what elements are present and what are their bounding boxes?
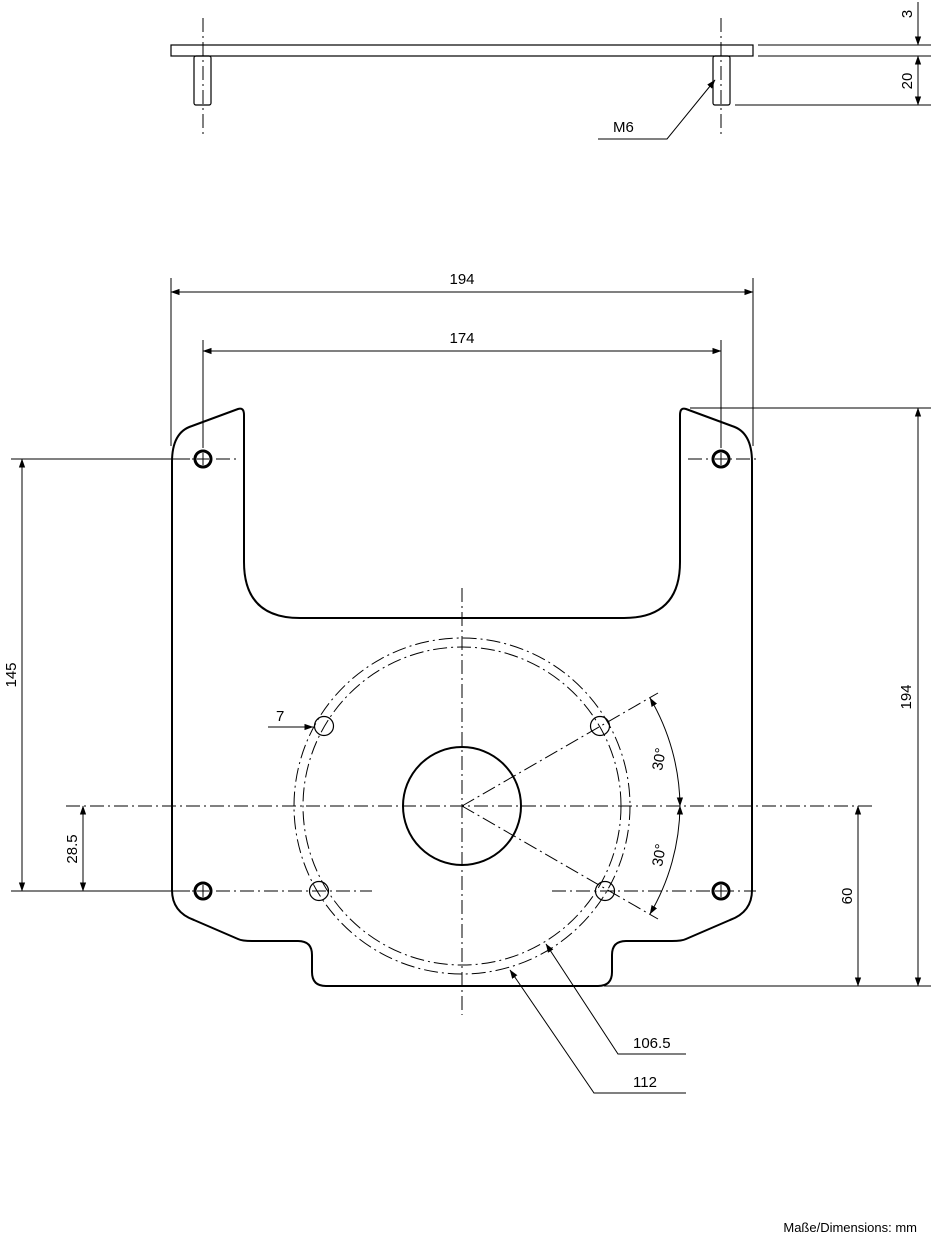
circle-inner-label: 106.5	[633, 1035, 671, 1052]
bolt-circle-inner	[302, 646, 622, 966]
mounting-hole-top-right	[711, 449, 731, 469]
bolt-circle-outer	[293, 637, 631, 975]
angle-arc-lower	[649, 805, 684, 915]
hole-vertical-label: 145	[3, 662, 20, 687]
mounting-hole-bottom-right	[711, 881, 731, 901]
mounting-hole-top-left	[193, 449, 213, 469]
plate-outline	[171, 407, 753, 987]
angle-arc-upper	[649, 697, 684, 807]
angle-line-lower	[461, 805, 659, 920]
circle-outer-leader	[509, 969, 686, 1094]
side-view: 3 20 M6	[170, 2, 931, 140]
side-plate	[170, 44, 754, 57]
offset-small-label: 28.5	[64, 834, 81, 863]
angle-upper-label: 30°	[649, 747, 670, 772]
top-view: 194 174 145 28.5 194 60 7 30° 30° 106.5 …	[3, 271, 931, 1094]
units-note: Maße/Dimensions: mm	[783, 1220, 917, 1235]
angle-line-upper	[461, 692, 659, 807]
circle-outer-label: 112	[633, 1074, 657, 1091]
hole-spacing-label: 174	[449, 330, 474, 347]
bolt-hole-upper-right	[589, 715, 611, 737]
bolt-hole-lower-right	[594, 880, 616, 902]
pin-length-label: 20	[899, 73, 916, 90]
thread-leader	[598, 79, 716, 140]
thickness-label: 3	[899, 10, 916, 18]
width-label: 194	[449, 271, 474, 288]
hole-diameter-label: 7	[276, 708, 284, 725]
mounting-hole-bottom-left	[193, 881, 213, 901]
offset-label: 60	[839, 888, 856, 905]
center-hole	[402, 746, 522, 866]
height-label: 194	[898, 684, 915, 709]
angle-lower-label: 30°	[649, 843, 670, 868]
bolt-hole-upper-left	[313, 715, 335, 737]
bolt-hole-lower-left	[308, 880, 330, 902]
circle-inner-leader	[545, 943, 686, 1055]
thread-label: M6	[613, 119, 634, 136]
